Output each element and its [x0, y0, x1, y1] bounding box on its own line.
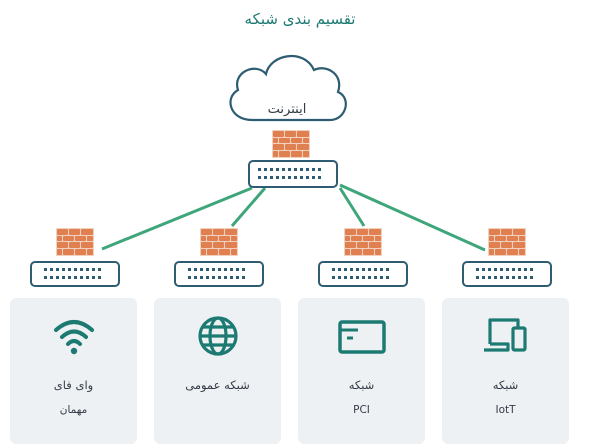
wifi-icon [54, 320, 94, 355]
firewall-icon [488, 228, 526, 256]
diagram-title: تقسیم بندی شبکه [244, 10, 356, 28]
firewall-icon [272, 130, 310, 158]
link-pci [338, 187, 366, 227]
network-card-public: شبکه عمومی [154, 298, 281, 444]
switch-icon [30, 261, 120, 287]
network-card-wifi: وای فای مهمان [10, 298, 137, 444]
firewall-icon [56, 228, 94, 256]
network-card-iot: شبکه IotT [442, 298, 569, 444]
card-terminal-icon [338, 320, 386, 354]
link-iot [339, 183, 486, 252]
firewall-icon [200, 228, 238, 256]
devices-icon [484, 318, 527, 352]
firewall-icon [344, 228, 382, 256]
network-label: شبکه [492, 378, 519, 392]
cloud-icon [229, 54, 347, 122]
network-sublabel: IotT [495, 404, 516, 416]
network-sublabel: PCI [353, 404, 370, 416]
globe-icon [198, 316, 238, 356]
link-public [230, 187, 267, 227]
network-card-pci: شبکه PCI [298, 298, 425, 444]
network-label: شبکه عمومی [185, 378, 250, 392]
switch-icon [318, 261, 408, 287]
switch-icon [462, 261, 552, 287]
network-sublabel: مهمان [59, 404, 88, 416]
core-switch-icon [248, 160, 338, 188]
link-wifi [101, 186, 253, 251]
network-label: شبکه [348, 378, 375, 392]
network-label: وای فای [53, 378, 94, 392]
internet-label: اینترنت [267, 102, 307, 117]
switch-icon [174, 261, 264, 287]
